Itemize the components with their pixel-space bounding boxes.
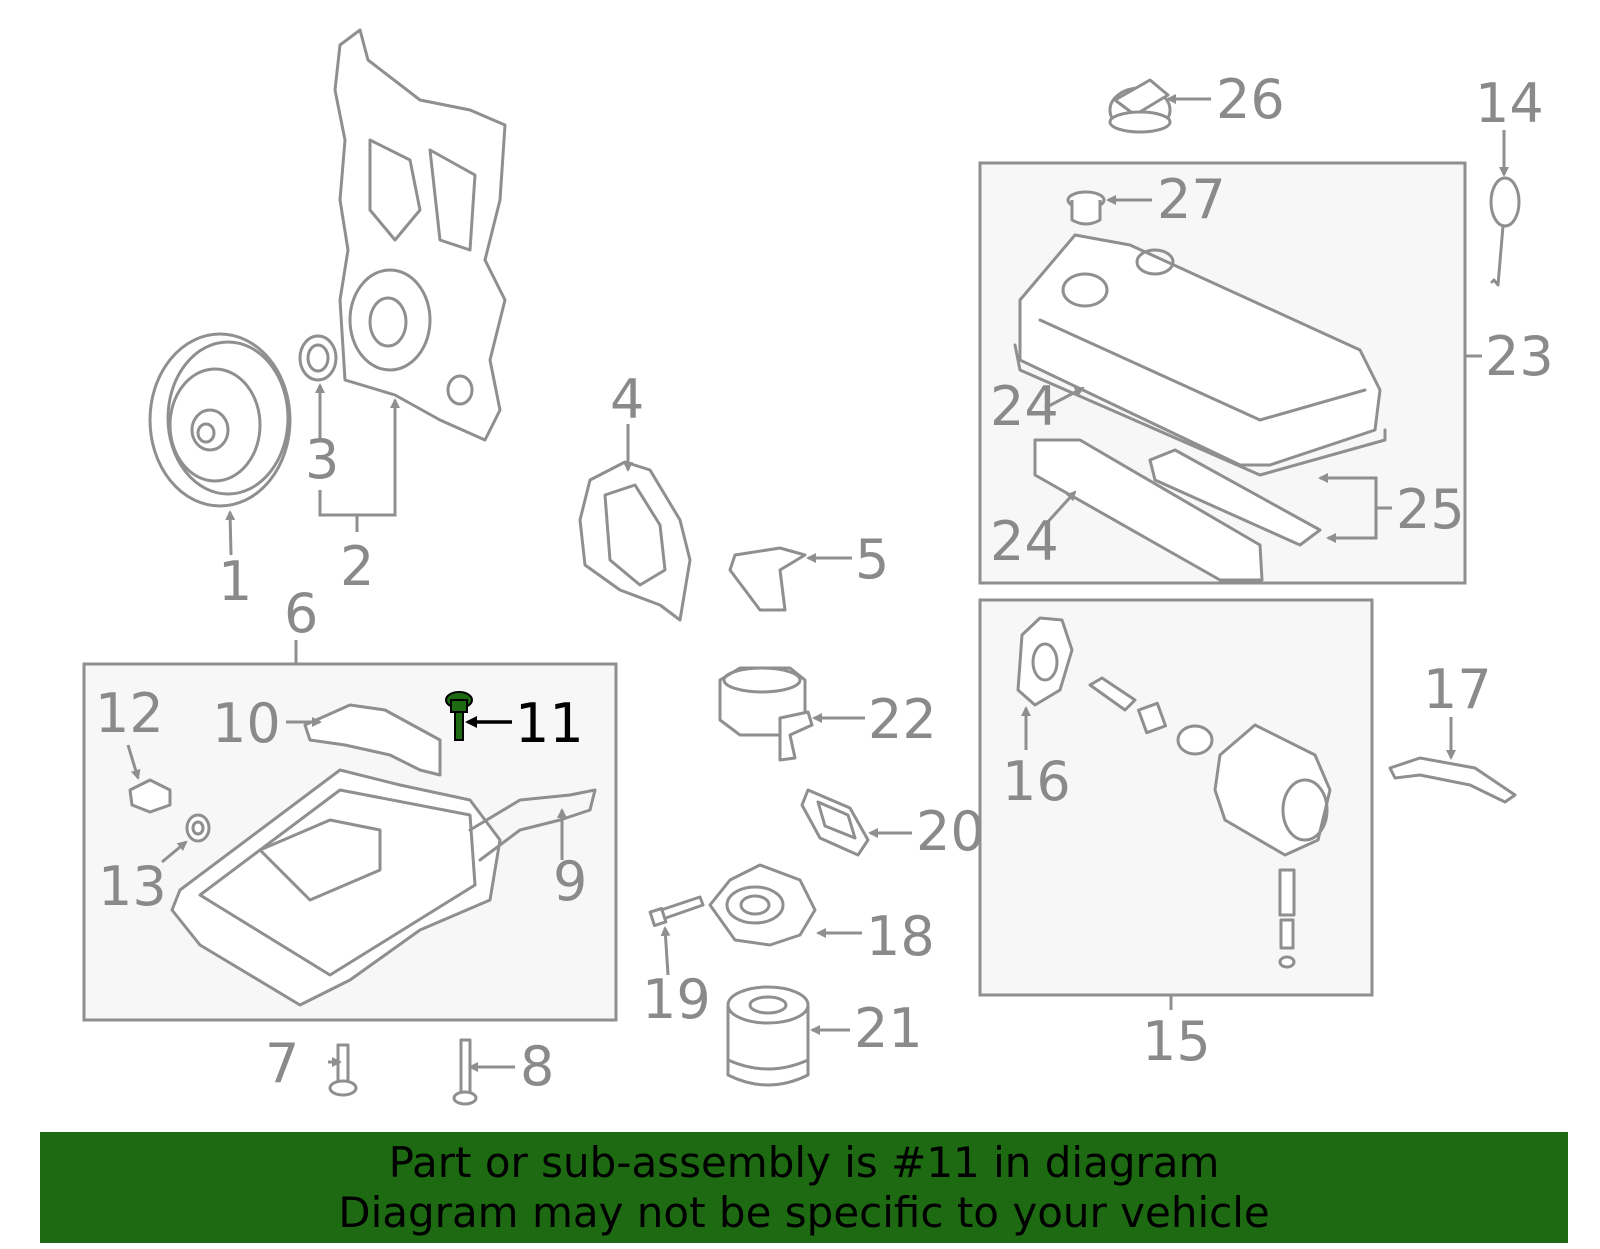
part-16-gasket xyxy=(1016,616,1074,707)
callout-12: 12 xyxy=(95,682,164,745)
part-18-filter-adapter xyxy=(708,863,817,947)
part-23-valve-cover xyxy=(1018,233,1382,467)
callout-13: 13 xyxy=(98,855,167,918)
part-10-baffle-plate xyxy=(303,703,442,777)
callout-2: 2 xyxy=(340,535,374,598)
part-9-oil-pan xyxy=(170,768,597,1007)
callout-9: 9 xyxy=(553,850,587,913)
part-21-oil-filter xyxy=(726,985,810,1087)
banner-line-1: Part or sub-assembly is #11 in diagram xyxy=(388,1137,1220,1187)
callout-15: 15 xyxy=(1142,1010,1211,1073)
leader-lines xyxy=(126,94,1509,1072)
callout-24-top: 24 xyxy=(990,375,1059,438)
part-5-baffle xyxy=(728,546,807,612)
callout-7: 7 xyxy=(265,1032,299,1095)
callout-1: 1 xyxy=(218,550,252,613)
callout-11: 11 xyxy=(515,692,584,755)
part-19-bolt xyxy=(648,895,705,928)
callout-18: 18 xyxy=(866,905,935,968)
callout-21: 21 xyxy=(854,997,923,1060)
part-22-oil-cooler xyxy=(718,666,814,762)
part-20-gasket xyxy=(800,788,870,857)
callout-10: 10 xyxy=(212,692,281,755)
part-2-timing-cover xyxy=(333,28,507,442)
callout-14: 14 xyxy=(1475,72,1544,135)
callout-8: 8 xyxy=(520,1035,554,1098)
callout-17: 17 xyxy=(1423,658,1492,721)
callout-22: 22 xyxy=(868,688,937,751)
part-13-washer xyxy=(185,813,211,843)
part-17-bracket xyxy=(1388,756,1517,804)
callout-3: 3 xyxy=(305,428,339,491)
part-1-crankshaft-pulley xyxy=(148,332,292,508)
part-27-plug xyxy=(1066,190,1106,226)
part-11-bolt-highlighted xyxy=(445,691,473,741)
part-24-gasket-strip xyxy=(1033,438,1264,582)
part-15-oil-pump xyxy=(1088,676,1332,969)
part-4-rear-seal-housing xyxy=(578,460,692,622)
callout-23: 23 xyxy=(1485,325,1554,388)
part-25-gasket xyxy=(1013,343,1387,547)
callout-4: 4 xyxy=(610,368,644,431)
callout-24-bottom: 24 xyxy=(990,510,1059,573)
part-8-stud xyxy=(452,1038,478,1106)
callout-26: 26 xyxy=(1216,68,1285,131)
part-info-banner: Part or sub-assembly is #11 in diagram D… xyxy=(40,1132,1568,1243)
callout-20: 20 xyxy=(916,800,985,863)
callout-27: 27 xyxy=(1157,168,1226,231)
part-12-drain-plug xyxy=(128,778,172,814)
callout-5: 5 xyxy=(855,528,889,591)
callout-19: 19 xyxy=(642,968,711,1031)
part-14-dipstick xyxy=(1489,176,1521,287)
callout-25: 25 xyxy=(1396,478,1465,541)
callout-16: 16 xyxy=(1002,750,1071,813)
callout-6: 6 xyxy=(284,582,318,645)
part-7-bolt xyxy=(328,1043,358,1097)
part-26-oil-filler-cap xyxy=(1108,78,1172,134)
part-3-front-seal xyxy=(298,334,338,382)
banner-line-2: Diagram may not be specific to your vehi… xyxy=(338,1187,1270,1237)
